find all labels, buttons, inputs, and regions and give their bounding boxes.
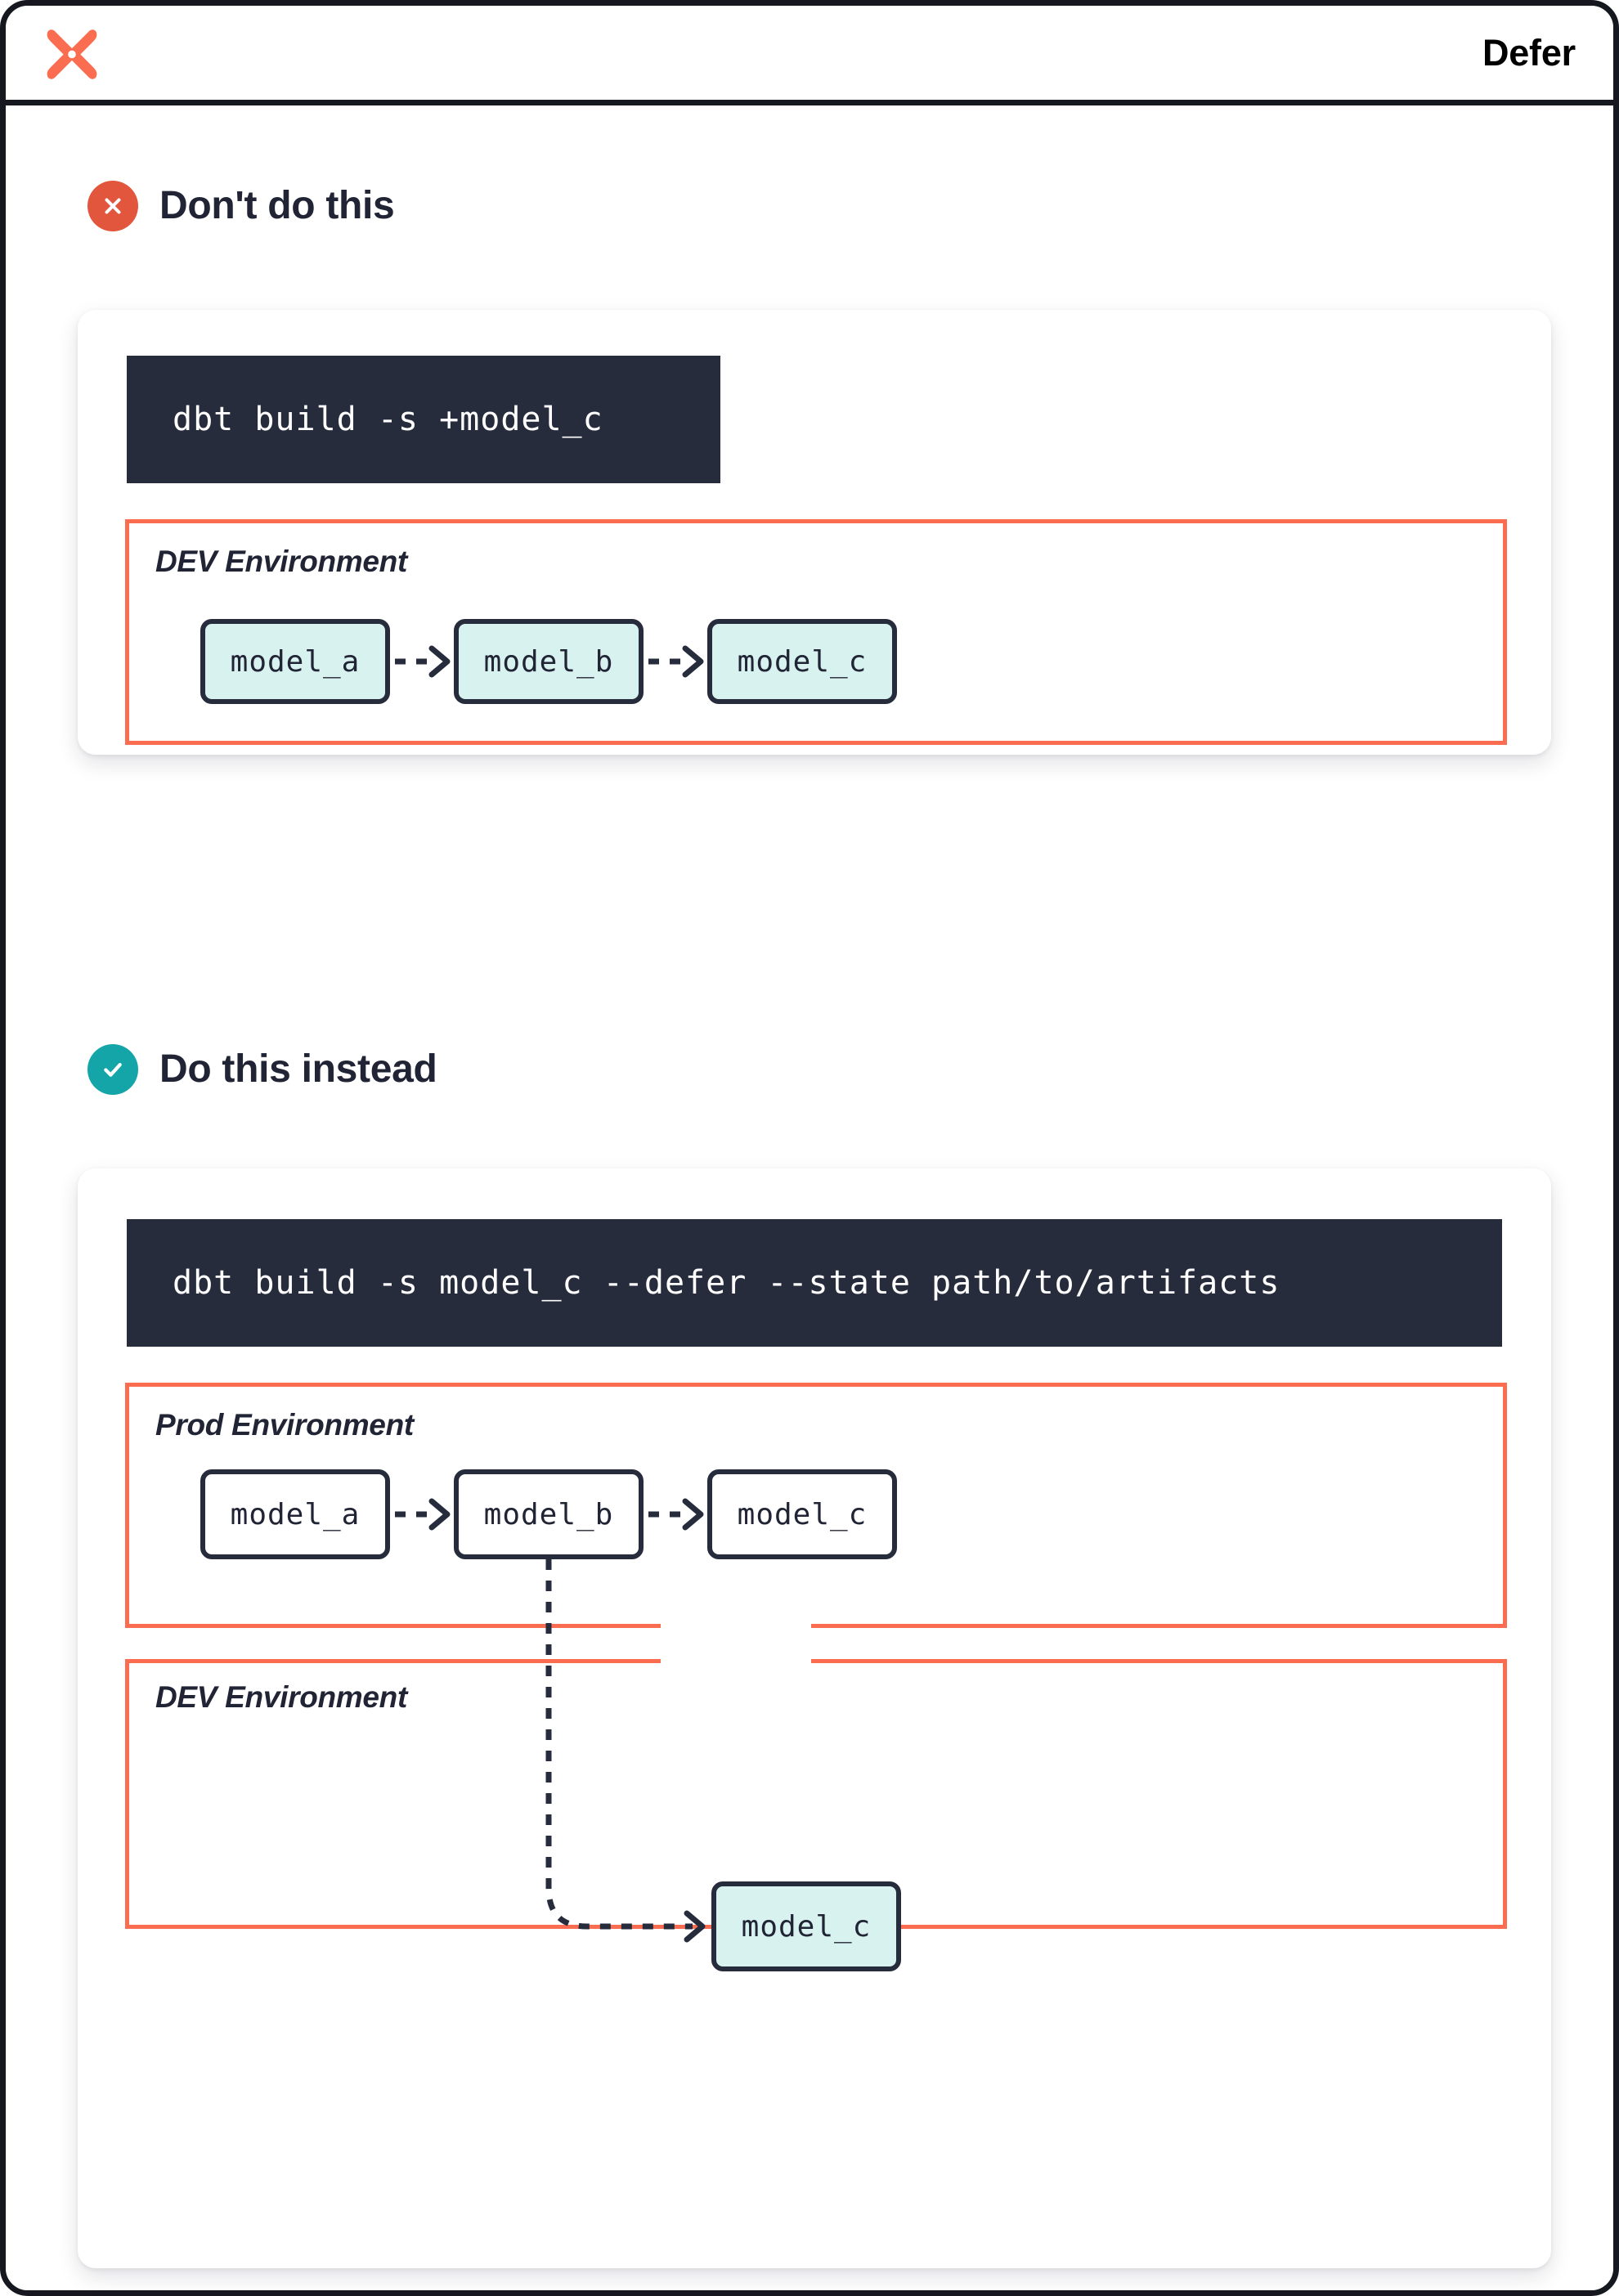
env-dev-top-right-edge xyxy=(811,1659,1507,1663)
edge-layer-do xyxy=(395,1498,706,1943)
model-node-b[interactable]: model_b xyxy=(454,619,644,704)
environment-box-prod: Prod Environment xyxy=(125,1383,1507,1628)
section-heading-dont: Don't do this xyxy=(87,181,395,231)
env-prod-bottom-left-edge xyxy=(125,1624,661,1628)
env-dev-top-left-edge xyxy=(125,1659,661,1663)
section-title-dont: Don't do this xyxy=(159,184,395,227)
arrowhead-b-to-c xyxy=(682,645,704,678)
arrowhead-prod-b-to-dev-c xyxy=(684,1910,706,1943)
environment-label: DEV Environment xyxy=(155,545,407,578)
model-node-a[interactable]: model_a xyxy=(200,619,390,704)
x-circle-icon xyxy=(87,181,138,231)
section-heading-do: Do this instead xyxy=(87,1044,437,1095)
model-node-prod-c[interactable]: model_c xyxy=(707,1469,897,1559)
edge-prod-b-to-dev-c xyxy=(545,1559,693,1930)
content-area: Don't do this dbt build -s +model_c DEV … xyxy=(6,105,1613,2290)
arrowhead-a-to-b xyxy=(428,645,451,678)
edge-layer-dont xyxy=(395,645,704,678)
environment-label: DEV Environment xyxy=(155,1680,407,1714)
arrowhead-prod-b-to-c xyxy=(682,1498,704,1531)
section-title-do: Do this instead xyxy=(159,1047,437,1091)
arrowhead-prod-a-to-b xyxy=(428,1498,451,1531)
environment-label: Prod Environment xyxy=(155,1408,414,1442)
env-prod-bottom-right-edge xyxy=(811,1624,1507,1628)
command-block-dont: dbt build -s +model_c xyxy=(127,356,720,483)
model-node-dev-c[interactable]: model_c xyxy=(711,1881,901,1971)
model-node-c[interactable]: model_c xyxy=(707,619,897,704)
card-do: dbt build -s model_c --defer --state pat… xyxy=(78,1168,1551,2268)
page-header: Defer xyxy=(6,6,1613,105)
model-node-prod-a[interactable]: model_a xyxy=(200,1469,390,1559)
environment-box-dev-dont: DEV Environment xyxy=(125,519,1507,745)
command-block-do: dbt build -s model_c --defer --state pat… xyxy=(127,1219,1502,1347)
check-circle-icon xyxy=(87,1044,138,1095)
model-node-prod-b[interactable]: model_b xyxy=(454,1469,644,1559)
card-dont: dbt build -s +model_c DEV Environment mo… xyxy=(78,310,1551,755)
page-title: Defer xyxy=(1482,32,1576,74)
dbt-logo-icon xyxy=(42,23,102,83)
